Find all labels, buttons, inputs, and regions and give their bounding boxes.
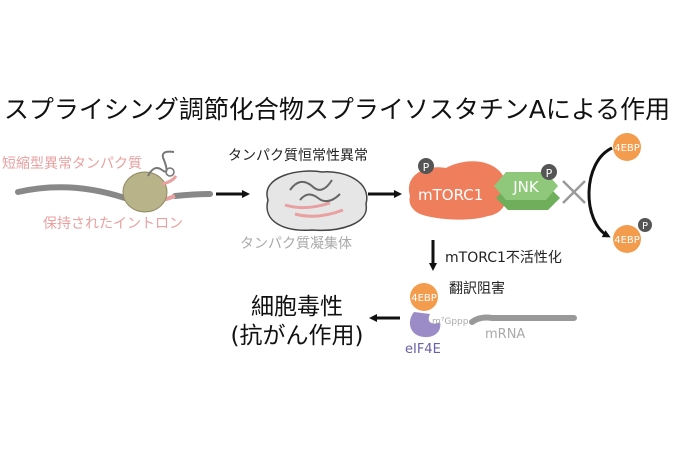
cytotoxicity-line1: 細胞毒性 [251, 294, 343, 320]
jnk-label: JNK [512, 178, 540, 196]
truncated-protein-label: 短縮型異常タンパク質 [2, 156, 142, 172]
four-ebp-bottom-phospho-label: P [642, 221, 648, 232]
four-ebp-top [613, 133, 641, 161]
eif4e-label: eIF4E [405, 342, 441, 357]
mtorc1-label: mTORC1 [418, 186, 483, 204]
mtorc1-shape [408, 161, 508, 220]
jnk-shape [494, 172, 558, 200]
nascent-chain-bead [165, 167, 175, 177]
four-ebp-bottom-phospho [638, 218, 652, 232]
mrna-strand [469, 314, 577, 325]
four-ebp-bottom [613, 225, 641, 253]
aggregate-chain-1 [289, 179, 333, 191]
aggregate-chain-2 [299, 193, 341, 203]
mtorc1-phospho-label: P [423, 161, 430, 174]
retained-intron-label: 保持されたイントロン [43, 216, 183, 232]
proteostasis-label: タンパク質恒常性異常 [228, 148, 368, 164]
title: スプライシング調節化合物スプライソスタチンAによる作用 [4, 95, 670, 124]
eif4e-shape [409, 312, 441, 338]
mtorc1-inactivation-label: mTORC1不活性化 [445, 250, 562, 266]
nascent-chain-pink [161, 175, 178, 186]
four-ebp-complex [410, 283, 438, 311]
aggregate-pink-1 [284, 201, 331, 210]
mtorc1-phospho [418, 158, 434, 174]
four-ebp-top-label: 4EBP [614, 143, 640, 154]
curved-arrow-icon [587, 146, 613, 238]
translation-inhibition-label: 翻訳阻害 [449, 281, 505, 297]
four-ebp-complex-label: 4EBP [411, 293, 437, 304]
inhibition-cross-icon [562, 180, 586, 204]
aggregate-pink-2 [294, 208, 344, 218]
four-ebp-bottom-label: 4EBP [614, 235, 640, 246]
cap-label: m⁷Gppp [432, 317, 469, 327]
mrna-label: mRNA [485, 327, 525, 342]
ribosome [122, 171, 168, 213]
nascent-chain [147, 150, 175, 177]
aggregate-body [266, 170, 368, 232]
jnk-phospho-label: P [546, 167, 553, 180]
jnk-phospho [541, 164, 557, 180]
mrna-strand-right [172, 191, 213, 199]
aggregate-label: タンパク質凝集体 [240, 235, 352, 252]
mrna-strand-left [15, 184, 128, 201]
cytotoxicity-line2: (抗がん作用) [231, 323, 364, 349]
